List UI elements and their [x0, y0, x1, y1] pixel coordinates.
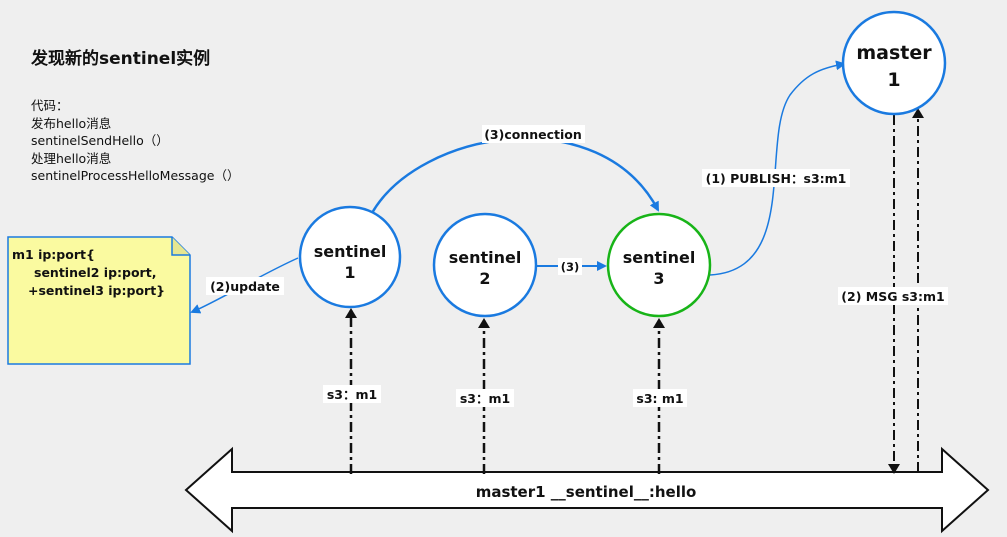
code-line: 发布hello消息 [31, 115, 112, 131]
svg-text:s3: m1: s3: m1 [636, 391, 683, 406]
connection-arrow [370, 137, 660, 214]
code-line: sentinelSendHello（） [31, 133, 169, 148]
node-master-1: master 1 [841, 10, 947, 116]
code-line: sentinelProcessHelloMessage（） [31, 168, 240, 183]
channel-label: master1 __sentinel__:hello [476, 483, 697, 501]
svg-text:(2) MSG s3:m1: (2) MSG s3:m1 [841, 289, 944, 304]
code-block: 代码： 发布hello消息 sentinelSendHello（） 处理hell… [31, 97, 239, 185]
node-sentinel-1: sentinel 1 [298, 205, 402, 309]
svg-text:(3): (3) [561, 260, 580, 274]
publish-arrow [709, 60, 846, 276]
svg-text:(1) PUBLISH：s3:m1: (1) PUBLISH：s3:m1 [706, 171, 847, 186]
page-title: 发现新的sentinel实例 [31, 49, 211, 69]
s1-channel-label: s3：m1 [323, 385, 381, 403]
s3-channel-label: s3: m1 [633, 389, 687, 407]
update-label: (2)update [206, 277, 284, 295]
svg-text:(2)update: (2)update [210, 279, 280, 294]
node-id: 1 [344, 263, 355, 282]
note-line: sentinel2 ip:port, [34, 265, 157, 280]
publish-label: (1) PUBLISH：s3:m1 [702, 169, 850, 187]
svg-text:(3)connection: (3)connection [484, 127, 582, 142]
node-name: sentinel [314, 242, 387, 261]
node-id: 2 [479, 269, 490, 288]
svg-text:s3：m1: s3：m1 [327, 387, 377, 402]
code-line: 代码： [31, 98, 69, 113]
note-line: +sentinel3 ip:port} [28, 283, 166, 298]
node-id: 3 [653, 269, 664, 288]
node-name: sentinel [623, 248, 696, 267]
node-id: 1 [887, 69, 900, 91]
code-line: 处理hello消息 [31, 150, 112, 166]
node-sentinel-2: sentinel 2 [432, 212, 538, 318]
channel-arrow [184, 446, 990, 534]
node-name: sentinel [449, 248, 522, 267]
note-text: m1 ip:port{ sentinel2 ip:port, +sentinel… [12, 246, 165, 300]
node-name: master [856, 42, 932, 64]
svg-text:s3：m1: s3：m1 [460, 391, 510, 406]
connection-label: (3)connection [482, 125, 585, 143]
s2-to-s3-label: (3) [558, 258, 582, 275]
note-box [7, 236, 191, 365]
note-line: m1 ip:port{ [12, 247, 95, 262]
msg-label: (2) MSG s3:m1 [838, 287, 948, 305]
s2-channel-label: s3：m1 [456, 389, 514, 407]
node-sentinel-3: sentinel 3 [606, 212, 712, 318]
